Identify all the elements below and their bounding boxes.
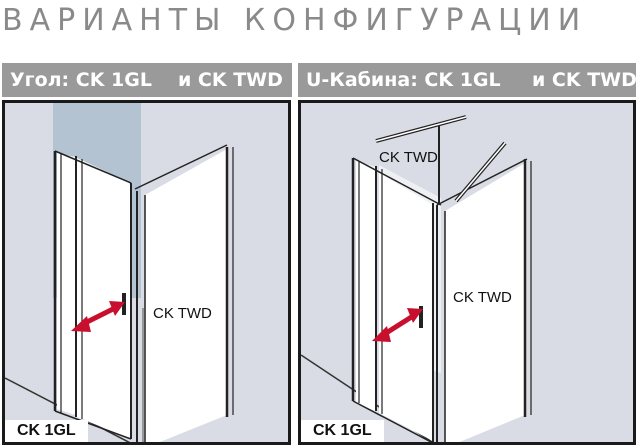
right-heading-main: U-Кабина: CK 1GL bbox=[306, 69, 501, 91]
door-bottom-edge bbox=[54, 410, 132, 440]
door-glass bbox=[77, 158, 131, 439]
stabilizer-bar-right-highlight bbox=[455, 142, 506, 202]
u-configuration-panel: CK TWD CK TWD CK 1GL bbox=[298, 100, 636, 445]
door-handle bbox=[122, 293, 126, 315]
swing-arrow-head-left bbox=[71, 316, 91, 332]
fixed-narrow-panel bbox=[356, 161, 375, 411]
right-heading-bar: U-Кабина: CK 1GL и CK TWD bbox=[298, 63, 636, 97]
door-handle bbox=[419, 306, 423, 328]
left-heading-main: Угол: CK 1GL bbox=[10, 69, 152, 91]
door-glass bbox=[379, 173, 433, 441]
right-heading-secondary: и CK TWD bbox=[532, 69, 636, 91]
swing-arrow-head-right bbox=[109, 301, 125, 316]
fixed-narrow-panel bbox=[57, 153, 75, 415]
side-panel-top bbox=[436, 158, 528, 206]
left-heading-bar: Угол: CK 1GL и CK TWD bbox=[2, 63, 292, 97]
side-panel-glass bbox=[145, 149, 227, 442]
back-panel-label: CK TWD bbox=[379, 149, 438, 166]
door-tag: CK 1GL bbox=[5, 420, 88, 442]
side-panel-label: CK TWD bbox=[153, 305, 212, 322]
door-tag: CK 1GL bbox=[301, 420, 384, 442]
swing-arrow-head-left bbox=[372, 326, 391, 342]
left-heading-secondary: и CK TWD bbox=[178, 69, 283, 91]
corner-configuration-drawing bbox=[5, 103, 234, 442]
door-top-edge bbox=[54, 150, 132, 184]
door-bottom-edge bbox=[352, 400, 433, 442]
stabilizer-bar-left-highlight bbox=[375, 116, 467, 142]
side-panel-label: CK TWD bbox=[453, 289, 512, 306]
u-configuration-drawing bbox=[301, 115, 532, 442]
swing-arrow-head-right bbox=[407, 308, 423, 323]
page-title: ВАРИАНТЫ КОНФИГУРАЦИИ bbox=[2, 3, 588, 38]
side-panel-top bbox=[134, 144, 228, 190]
door-top-edge bbox=[352, 157, 442, 206]
corner-configuration-panel: CK TWD CK 1GL bbox=[2, 100, 291, 445]
side-panel-glass bbox=[445, 163, 525, 442]
